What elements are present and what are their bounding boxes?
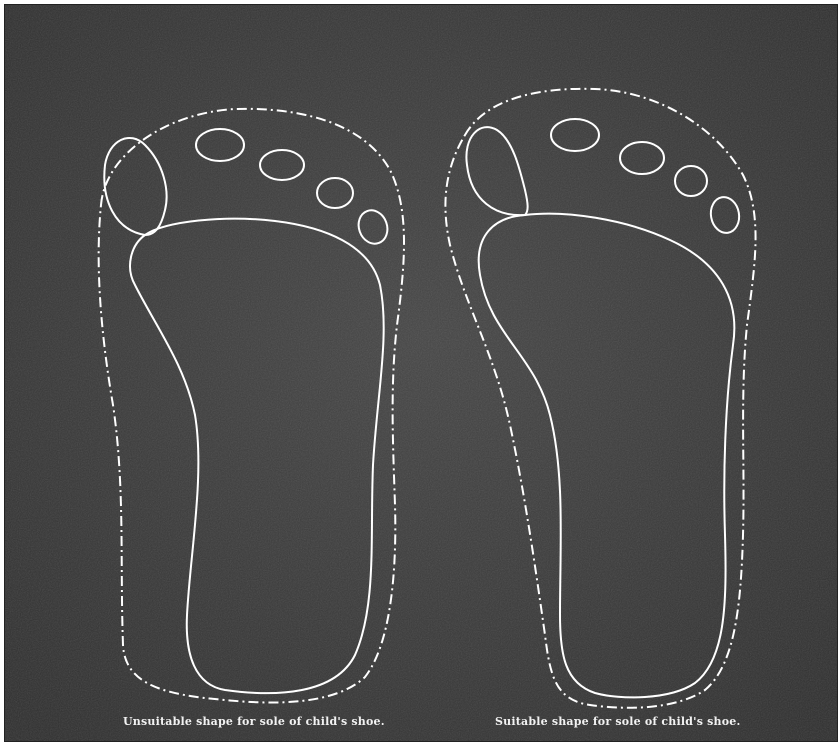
illustration-plate: Unsuitable shape for sole of child's sho… [4, 4, 838, 742]
unsuitable-caption: Unsuitable shape for sole of child's sho… [123, 715, 385, 728]
suitable-caption: Suitable shape for sole of child's shoe. [495, 715, 740, 728]
plate-texture [5, 5, 837, 741]
footprints-drawing [5, 5, 837, 741]
